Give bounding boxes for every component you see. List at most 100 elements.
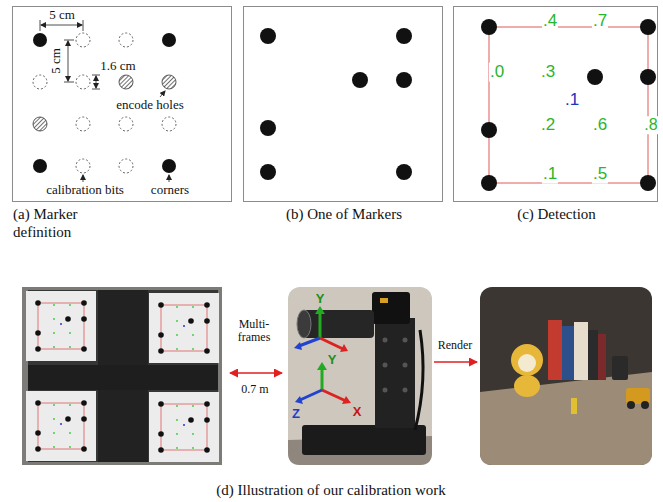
marker-definition-art bbox=[119, 117, 133, 131]
camera-photo bbox=[297, 310, 311, 338]
rendered-scene bbox=[511, 344, 543, 376]
marker-definition-art bbox=[83, 20, 84, 31]
detection-art bbox=[640, 69, 656, 85]
rendered-scene bbox=[574, 322, 588, 380]
marker-definition-art bbox=[160, 91, 165, 97]
marker-definition-art bbox=[119, 75, 133, 89]
rendered-scene bbox=[480, 372, 652, 465]
camera-photo bbox=[383, 338, 388, 343]
bit-index: .0 bbox=[489, 63, 505, 82]
axis-label: Z bbox=[292, 407, 300, 421]
marker-definition-art bbox=[92, 75, 100, 76]
marker-definition-art bbox=[162, 159, 176, 173]
rendered-scene bbox=[598, 334, 606, 380]
bit-index: .7 bbox=[592, 12, 608, 31]
panel-box: (b) One of Markers bbox=[243, 6, 443, 202]
bit-index: .6 bbox=[592, 116, 608, 135]
detection-art bbox=[481, 19, 656, 191]
camera-photo bbox=[340, 344, 348, 352]
camera-photo bbox=[322, 390, 346, 401]
camera-photo bbox=[375, 318, 415, 428]
dimension-label: 5 cm bbox=[49, 48, 63, 74]
distance-label: 0.7 m bbox=[241, 383, 268, 396]
marker-definition-art bbox=[41, 25, 82, 26]
camera-photo bbox=[403, 363, 408, 368]
detection-art bbox=[481, 175, 497, 191]
marker-board-photo bbox=[22, 287, 222, 465]
rendered-scene bbox=[548, 320, 562, 380]
marker-example-art bbox=[260, 164, 276, 180]
camera-photo bbox=[299, 338, 320, 346]
camera-photo bbox=[403, 388, 408, 393]
marker-board-photo bbox=[26, 391, 96, 461]
panel-caption: (b) One of Markers bbox=[244, 205, 444, 223]
marker-definition-art bbox=[169, 175, 170, 182]
rendered-scene bbox=[588, 330, 598, 380]
marker-definition-art bbox=[33, 75, 47, 89]
axis-label: Y bbox=[316, 292, 325, 306]
bit-index: .8 bbox=[643, 116, 658, 134]
detection-art bbox=[640, 175, 656, 191]
marker-example-art bbox=[260, 120, 276, 136]
camera-photo bbox=[383, 363, 388, 368]
marker-board-photo bbox=[149, 293, 219, 363]
marker-definition-art bbox=[33, 33, 47, 47]
axis-label: Y bbox=[328, 353, 337, 367]
camera-photo bbox=[302, 425, 426, 455]
marker-definition-art bbox=[83, 175, 84, 182]
camera-photo bbox=[300, 390, 322, 400]
rendered-scene bbox=[562, 326, 574, 380]
marker-example-art bbox=[396, 72, 412, 88]
marker-definition-art bbox=[119, 159, 133, 173]
rendered-scene bbox=[480, 287, 652, 465]
camera-photo bbox=[315, 306, 325, 314]
marker-definition-art bbox=[33, 117, 47, 131]
marker-example-art bbox=[396, 164, 412, 180]
marker-definition-art bbox=[96, 76, 97, 88]
part-label: corners bbox=[151, 183, 189, 197]
marker-example-art bbox=[260, 28, 412, 180]
rendered-scene bbox=[641, 401, 649, 409]
flow-arrows bbox=[230, 372, 282, 374]
marker-definition-art bbox=[64, 40, 74, 41]
detection-art bbox=[481, 122, 497, 138]
rendered-scene bbox=[571, 398, 577, 414]
marker-example-art bbox=[352, 72, 368, 88]
marker-definition-art bbox=[162, 117, 176, 131]
rendered-scene bbox=[518, 354, 536, 372]
bit-index: .2 bbox=[540, 116, 556, 135]
marker-board-photo bbox=[22, 287, 222, 465]
panel-caption: (c) Detection bbox=[454, 205, 659, 223]
rendered-scene bbox=[627, 401, 635, 409]
camera-photo bbox=[317, 362, 327, 370]
marker-example-art bbox=[260, 28, 276, 44]
arrow-label: Render bbox=[438, 339, 473, 352]
marker-board-photo bbox=[26, 291, 96, 361]
camera-photo bbox=[403, 338, 408, 343]
detection-art bbox=[587, 69, 603, 85]
bit-index: .4 bbox=[542, 12, 558, 31]
camera-photo bbox=[295, 396, 303, 404]
marker-definition-art bbox=[68, 41, 69, 81]
camera-photo bbox=[320, 338, 343, 349]
marker-definition-art bbox=[33, 159, 47, 173]
axis-label: X bbox=[353, 405, 362, 419]
bit-index: .5 bbox=[592, 165, 608, 184]
camera-photo bbox=[319, 312, 322, 338]
marker-definition-art bbox=[76, 117, 90, 131]
camera-photo bbox=[415, 330, 423, 430]
camera-photo bbox=[321, 368, 324, 390]
marker-definition-art bbox=[40, 20, 41, 31]
camera-photo bbox=[294, 342, 302, 350]
camera-photo bbox=[302, 310, 374, 338]
detection-art bbox=[489, 27, 648, 183]
camera-photo bbox=[299, 312, 346, 401]
part-label: encode holes bbox=[116, 98, 184, 112]
rendered-scene bbox=[480, 287, 652, 465]
marker-definition-art bbox=[76, 33, 90, 47]
camera-photo bbox=[372, 292, 410, 324]
part-label: calibration bits bbox=[46, 183, 124, 197]
marker-example-art bbox=[396, 28, 412, 44]
bit-index: .1 bbox=[542, 165, 558, 184]
